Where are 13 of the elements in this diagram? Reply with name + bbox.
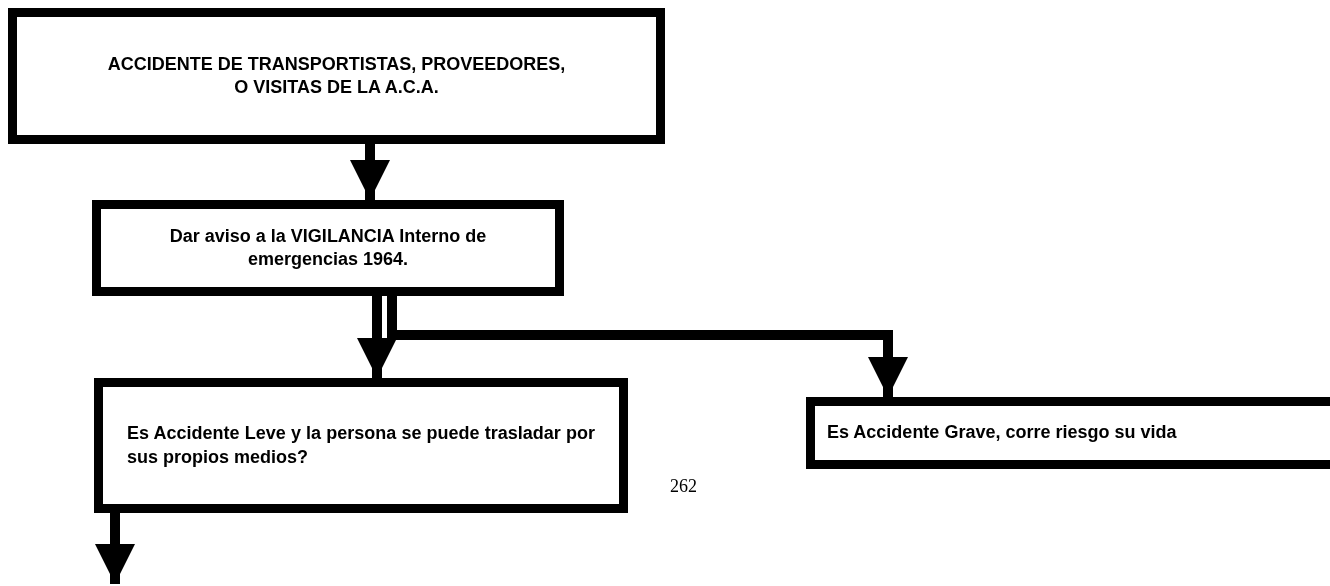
page-number: 262 xyxy=(670,476,697,497)
box-text: Es Accidente Leve y la persona se puede trasladar por sus propios medios? xyxy=(127,422,595,469)
arrow xyxy=(387,296,908,397)
arrow xyxy=(95,513,135,584)
process-box xyxy=(806,397,1330,469)
process-box xyxy=(92,200,564,296)
arrow xyxy=(350,144,390,200)
process-box xyxy=(8,8,665,144)
arrow xyxy=(357,296,397,378)
box-text: Dar aviso a la VIGILANCIA Interno de emergencias 1964. xyxy=(168,224,488,271)
box-text: Es Accidente Grave, corre riesgo su vida xyxy=(827,421,1177,445)
process-box xyxy=(94,378,628,513)
box-text: ACCIDENTE DE TRANSPORTISTAS, PROVEEDORES, O VISITAS DE LA A.C.A. xyxy=(106,52,567,99)
